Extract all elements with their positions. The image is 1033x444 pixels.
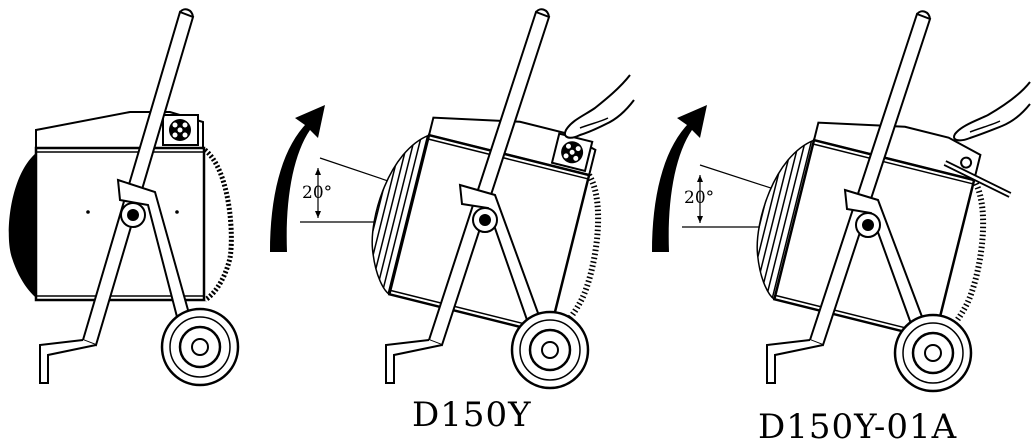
wheel-icon [160, 307, 240, 387]
hand-icon [953, 81, 1031, 142]
screw [175, 210, 179, 214]
trolley-frame [385, 8, 551, 384]
knob-icon [472, 207, 498, 233]
socket-icon [162, 114, 199, 146]
fan-grille-icon [756, 138, 816, 301]
fan-grille-edge [203, 148, 234, 303]
wheel-icon [893, 313, 973, 393]
wheel-icon [510, 310, 590, 390]
hand-finger [579, 117, 609, 129]
knob-icon [855, 212, 881, 238]
tilt-arrow-icon [652, 105, 707, 252]
knob-icon [120, 202, 146, 228]
trolley-frame [766, 10, 932, 384]
housing-seam [427, 138, 589, 180]
angle-label: 20° [302, 183, 332, 203]
fan-grille-icon [8, 150, 40, 300]
cord-gland-icon [960, 156, 973, 169]
figure-tilted-d150y-01a: 20° [652, 10, 1031, 444]
figure-tilted-d150y: 20° [270, 8, 635, 435]
model-label-d150y-01a: D150Y-01A [758, 407, 957, 444]
power-cord-inner [944, 161, 1011, 197]
figure-upright [8, 8, 240, 387]
hand-finger [969, 120, 1001, 133]
screw [86, 210, 90, 214]
model-label-d150y: D150Y [412, 395, 532, 435]
fan-grille-icon [371, 133, 431, 296]
angle-label: 20° [684, 188, 714, 208]
housing-seam [812, 143, 974, 185]
hand-icon [564, 74, 635, 139]
heater-housing [387, 133, 591, 336]
heater-housing [772, 138, 976, 341]
tilt-arrow-icon [270, 105, 325, 252]
